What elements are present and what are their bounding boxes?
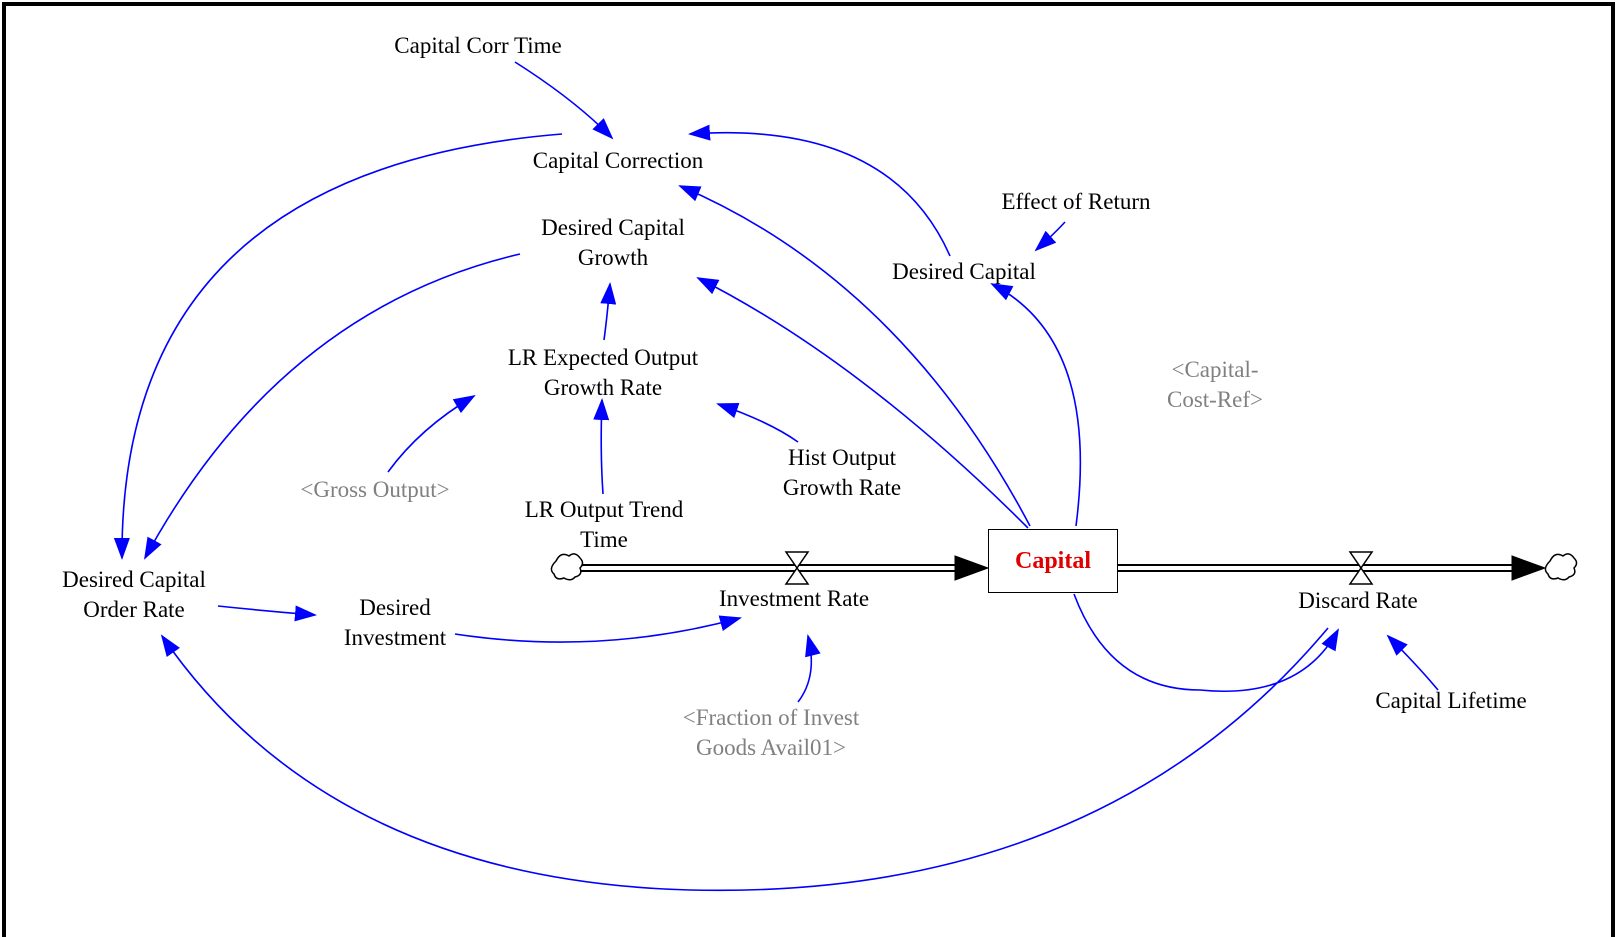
discard-flow-arrowhead (1511, 555, 1547, 581)
desired-capital-label[interactable]: Desired Capital (892, 259, 1036, 284)
fraction-of-invest-goods-shadow-label[interactable]: <Fraction of Invest Goods Avail01> (682, 705, 860, 760)
investment-flow-arrowhead (954, 555, 990, 581)
investment-rate-label[interactable]: Investment Rate (718, 586, 870, 611)
investment-valve-icon[interactable] (784, 551, 810, 585)
discard-flow-pipe (1118, 564, 1512, 572)
link-lifetime-to-discard-rate (1386, 634, 1439, 691)
desired-capital-growth-label[interactable]: Desired Capital Growth (541, 215, 685, 270)
capital-correction-label[interactable]: Capital Correction (532, 148, 704, 173)
capital-corr-time-label[interactable]: Capital Corr Time (394, 33, 562, 58)
link-order-rate-to-desired-investment (217, 605, 317, 622)
sink-cloud-icon (1544, 553, 1578, 581)
discard-rate-label[interactable]: Discard Rate (1298, 588, 1418, 613)
link-capital-to-growth (696, 277, 1029, 529)
gross-output-shadow-label[interactable]: <Gross Output> (300, 477, 450, 502)
link-correction-to-order-rate (113, 133, 563, 560)
link-capital-to-correction (678, 185, 1031, 527)
lr-expected-output-growth-rate-label[interactable]: LR Expected Output Growth Rate (507, 345, 699, 400)
link-growth-to-order-rate (144, 253, 521, 560)
link-trend-time-to-lr-expected (593, 398, 610, 495)
link-fraction-to-investment-rate (797, 634, 821, 703)
link-effect-of-return-to-desired-capital (1034, 221, 1066, 252)
effect-of-return-label[interactable]: Effect of Return (1001, 189, 1151, 214)
link-capital-to-discard-rate (1073, 593, 1339, 693)
capital-stock[interactable] (988, 529, 1118, 593)
discard-valve-icon[interactable] (1348, 551, 1374, 585)
link-corr-time-to-correction (514, 61, 614, 140)
link-desired-capital-to-correction (688, 124, 951, 257)
link-hist-growth-to-lr-expected (716, 402, 799, 443)
link-discard-to-order-rate (160, 627, 1329, 892)
desired-investment-label[interactable]: Desired Investment (343, 595, 447, 650)
capital-cost-ref-shadow-label[interactable]: <Capital- Cost-Ref> (1166, 357, 1264, 412)
link-gross-output-to-lr-expected (387, 394, 476, 473)
capital-lifetime-label[interactable]: Capital Lifetime (1375, 688, 1527, 713)
desired-capital-order-rate-label[interactable]: Desired Capital Order Rate (62, 567, 206, 622)
investment-flow-pipe (580, 564, 955, 572)
lr-output-trend-time-label[interactable]: LR Output Trend Time (524, 497, 684, 552)
hist-output-growth-rate-label[interactable]: Hist Output Growth Rate (782, 445, 902, 500)
link-desired-investment-to-investment-rate (454, 615, 742, 643)
link-lr-expected-to-growth (600, 282, 617, 341)
capital-stock-label: Capital (1014, 548, 1092, 574)
source-cloud-icon (550, 553, 584, 581)
link-capital-to-desired-capital (990, 283, 1082, 527)
